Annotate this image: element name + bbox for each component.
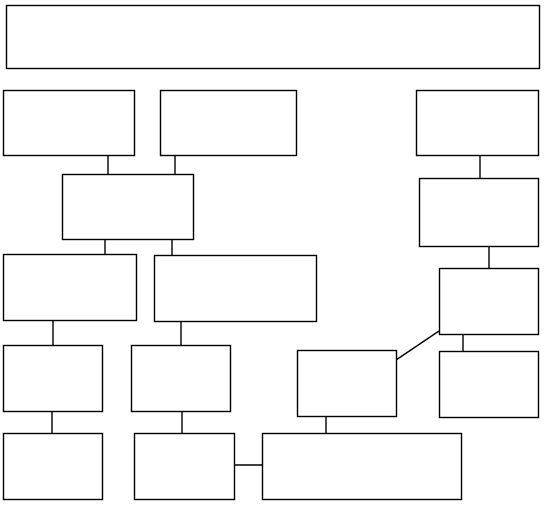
- box-r1-a: [2, 89, 136, 157]
- box-r5-a-frame: [2, 432, 104, 501]
- box-r4-b-frame: [130, 344, 232, 413]
- box-r2-a-frame: [61, 173, 195, 241]
- connector-r3-c-to-r4-c: [395, 330, 440, 361]
- box-r3-b-frame: [153, 254, 318, 323]
- box-r2-b-frame: [418, 177, 540, 248]
- box-r4-b: [130, 344, 232, 413]
- box-r1-a-frame: [2, 89, 136, 157]
- box-banner-frame: [5, 4, 541, 70]
- box-r1-c: [415, 89, 540, 157]
- box-r5-b: [133, 432, 236, 501]
- box-r2-b: [418, 177, 540, 248]
- box-r3-c-frame: [438, 267, 540, 336]
- box-r4-c-frame: [296, 349, 398, 418]
- box-r4-c: [296, 349, 398, 418]
- box-r3-b: [153, 254, 318, 323]
- box-r4-a-frame: [2, 344, 104, 413]
- box-r1-c-frame: [415, 89, 540, 157]
- box-r5-c: [261, 432, 463, 501]
- box-r4-d: [438, 350, 540, 419]
- box-r5-b-frame: [133, 432, 236, 501]
- boxes: [2, 4, 541, 501]
- connectors: [51, 155, 490, 466]
- box-r2-a: [61, 173, 195, 241]
- box-r3-a: [2, 253, 138, 322]
- box-banner: [5, 4, 541, 70]
- box-r3-c: [438, 267, 540, 336]
- box-r4-d-frame: [438, 350, 540, 419]
- box-r5-c-frame: [261, 432, 463, 501]
- box-r5-a: [2, 432, 104, 501]
- box-r1-b-frame: [159, 89, 298, 157]
- box-r4-a: [2, 344, 104, 413]
- box-r3-a-frame: [2, 253, 138, 322]
- box-r1-b: [159, 89, 298, 157]
